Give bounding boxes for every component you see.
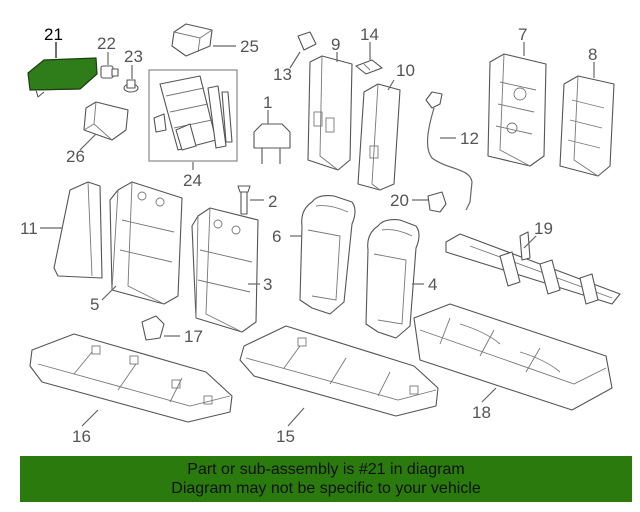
callout-10: 10 <box>396 61 415 80</box>
callout-4: 4 <box>428 275 437 294</box>
part-15-seat-cushion-cover <box>239 325 439 417</box>
part-2-headrest-guide <box>237 185 251 215</box>
part-17-cap <box>141 315 165 341</box>
callout-15: 15 <box>276 427 295 446</box>
callout-14: 14 <box>360 25 379 44</box>
callout-11: 11 <box>20 219 38 238</box>
part-info-banner: Part or sub-assembly is #21 in diagram D… <box>20 456 632 502</box>
part-14-bracket <box>355 59 383 75</box>
part-20-cable-clip <box>427 191 447 213</box>
part-19-frame-assembly <box>445 231 621 305</box>
part-10-center-panel <box>357 83 401 191</box>
part-11-side-bolster <box>53 181 103 279</box>
callout-1: 1 <box>263 93 272 112</box>
callout-22: 22 <box>97 34 116 53</box>
callout-20: 20 <box>390 191 409 210</box>
rear-seat-parts-diagram: 21 22 23 25 26 24 1 <box>20 23 621 446</box>
part-16-seat-cushion <box>29 333 233 423</box>
part-21-armrest-cover <box>27 57 98 98</box>
part-4-seatback-cover-right <box>365 219 420 339</box>
callout-17: 17 <box>184 327 203 346</box>
callout-5: 5 <box>90 295 99 314</box>
part-12-release-cable <box>425 91 473 211</box>
callout-16: 16 <box>72 427 91 446</box>
part-1-headrest <box>253 123 291 164</box>
part-26-trim-panel <box>83 101 129 141</box>
callout-2: 2 <box>268 192 277 211</box>
callout-21: 21 <box>44 25 63 44</box>
callout-13: 13 <box>273 65 292 84</box>
part-8-seatback-frame-right <box>559 75 615 177</box>
callout-26: 26 <box>66 147 85 166</box>
part-7-seatback-frame <box>487 53 547 167</box>
callout-8: 8 <box>588 45 597 64</box>
callout-3: 3 <box>263 275 272 294</box>
part-9-back-panel <box>307 55 353 171</box>
callout-19: 19 <box>534 219 553 238</box>
part-22-clip <box>100 65 119 79</box>
banner-line-1: Part or sub-assembly is #21 in diagram <box>187 461 465 478</box>
callout-25: 25 <box>240 37 259 56</box>
part-6-seatback-cover <box>299 195 356 315</box>
callout-18: 18 <box>472 403 491 422</box>
callout-23: 23 <box>124 47 143 66</box>
part-25-cover <box>171 23 213 57</box>
callout-9: 9 <box>331 35 340 54</box>
part-5-seatback-left <box>109 181 183 305</box>
callout-7: 7 <box>518 25 527 44</box>
part-24-kit-box <box>148 69 238 162</box>
callout-6: 6 <box>272 227 281 246</box>
callout-12: 12 <box>460 129 479 148</box>
part-13-clip <box>297 31 317 51</box>
part-23-bolt <box>123 79 139 93</box>
banner-line-2: Diagram may not be specific to your vehi… <box>171 480 481 497</box>
part-18-cushion-frame <box>413 303 613 411</box>
part-3-seatback-center <box>191 207 259 333</box>
callout-24: 24 <box>183 171 202 190</box>
